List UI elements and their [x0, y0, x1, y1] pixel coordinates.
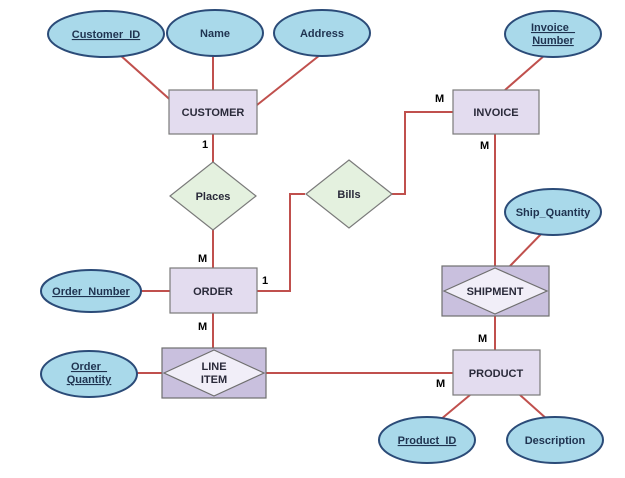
- attribute-label: Order_Number: [52, 286, 130, 298]
- entity-label: CUSTOMER: [182, 107, 245, 119]
- entity-customer: CUSTOMER: [168, 89, 258, 135]
- line-invoice-number: [504, 54, 546, 91]
- cardinality-shipment-product: M: [478, 333, 487, 345]
- line-ship-quantity: [509, 229, 546, 267]
- attribute-label: Customer_ID: [72, 29, 141, 41]
- connectors: [119, 54, 549, 421]
- attribute-label-line2: Number: [532, 35, 574, 47]
- cardinality-order-lineitem: M: [198, 321, 207, 333]
- relationship-label: Places: [196, 191, 231, 203]
- line-address: [256, 54, 321, 106]
- associative-entity-label-line1: LINE: [201, 361, 226, 373]
- associative-entity-line-item: LINE ITEM: [161, 347, 267, 399]
- attribute-label: Address: [300, 28, 344, 40]
- attribute-label-line1: Invoice_: [531, 22, 576, 34]
- entity-invoice: INVOICE: [452, 89, 540, 135]
- cardinality-places-order: M: [198, 253, 207, 265]
- attribute-label-line1: Order_: [71, 361, 108, 373]
- cardinality-invoice-shipment: M: [480, 140, 489, 152]
- cardinality-customer-places: 1: [202, 139, 208, 151]
- entity-order: ORDER: [169, 267, 258, 314]
- attribute-description: Description: [506, 416, 604, 464]
- attribute-name: Name: [166, 9, 264, 57]
- line-description: [519, 394, 549, 421]
- attribute-address: Address: [273, 9, 371, 57]
- entity-label: PRODUCT: [469, 368, 524, 380]
- entity-label: ORDER: [193, 286, 233, 298]
- associative-entity-shipment: SHIPMENT: [441, 265, 550, 317]
- cardinality-order-bills: 1: [262, 275, 268, 287]
- attribute-invoice-number: Invoice_ Number: [504, 10, 602, 58]
- cardinality-labels: 1 M 1 M M M M M: [198, 93, 489, 390]
- line-product-id: [439, 394, 471, 421]
- attribute-label: Name: [200, 28, 230, 40]
- relationship-label: Bills: [337, 189, 360, 201]
- associative-entity-label: SHIPMENT: [467, 286, 524, 298]
- attribute-label: Product_ID: [398, 435, 457, 447]
- relationship-bills: Bills: [305, 159, 393, 229]
- line-bills-invoice: [392, 111, 453, 195]
- attribute-order-quantity: Order_ Quantity: [40, 350, 138, 398]
- attribute-label: Description: [525, 435, 586, 447]
- associative-entity-label-line2: ITEM: [201, 374, 227, 386]
- attribute-order-number: Order_Number: [40, 269, 142, 313]
- attribute-product-id: Product_ID: [378, 416, 476, 464]
- attribute-ship-quantity: Ship_Quantity: [504, 188, 602, 236]
- cardinality-bills-invoice: M: [435, 93, 444, 105]
- entity-product: PRODUCT: [452, 349, 541, 396]
- line-order-bills: [257, 193, 305, 292]
- relationship-places: Places: [169, 161, 257, 231]
- entity-label: INVOICE: [473, 107, 518, 119]
- attribute-label-line2: Quantity: [67, 374, 112, 386]
- attribute-customer-id: Customer_ID: [47, 10, 165, 58]
- cardinality-lineitem-product: M: [436, 378, 445, 390]
- attribute-label: Ship_Quantity: [516, 207, 591, 219]
